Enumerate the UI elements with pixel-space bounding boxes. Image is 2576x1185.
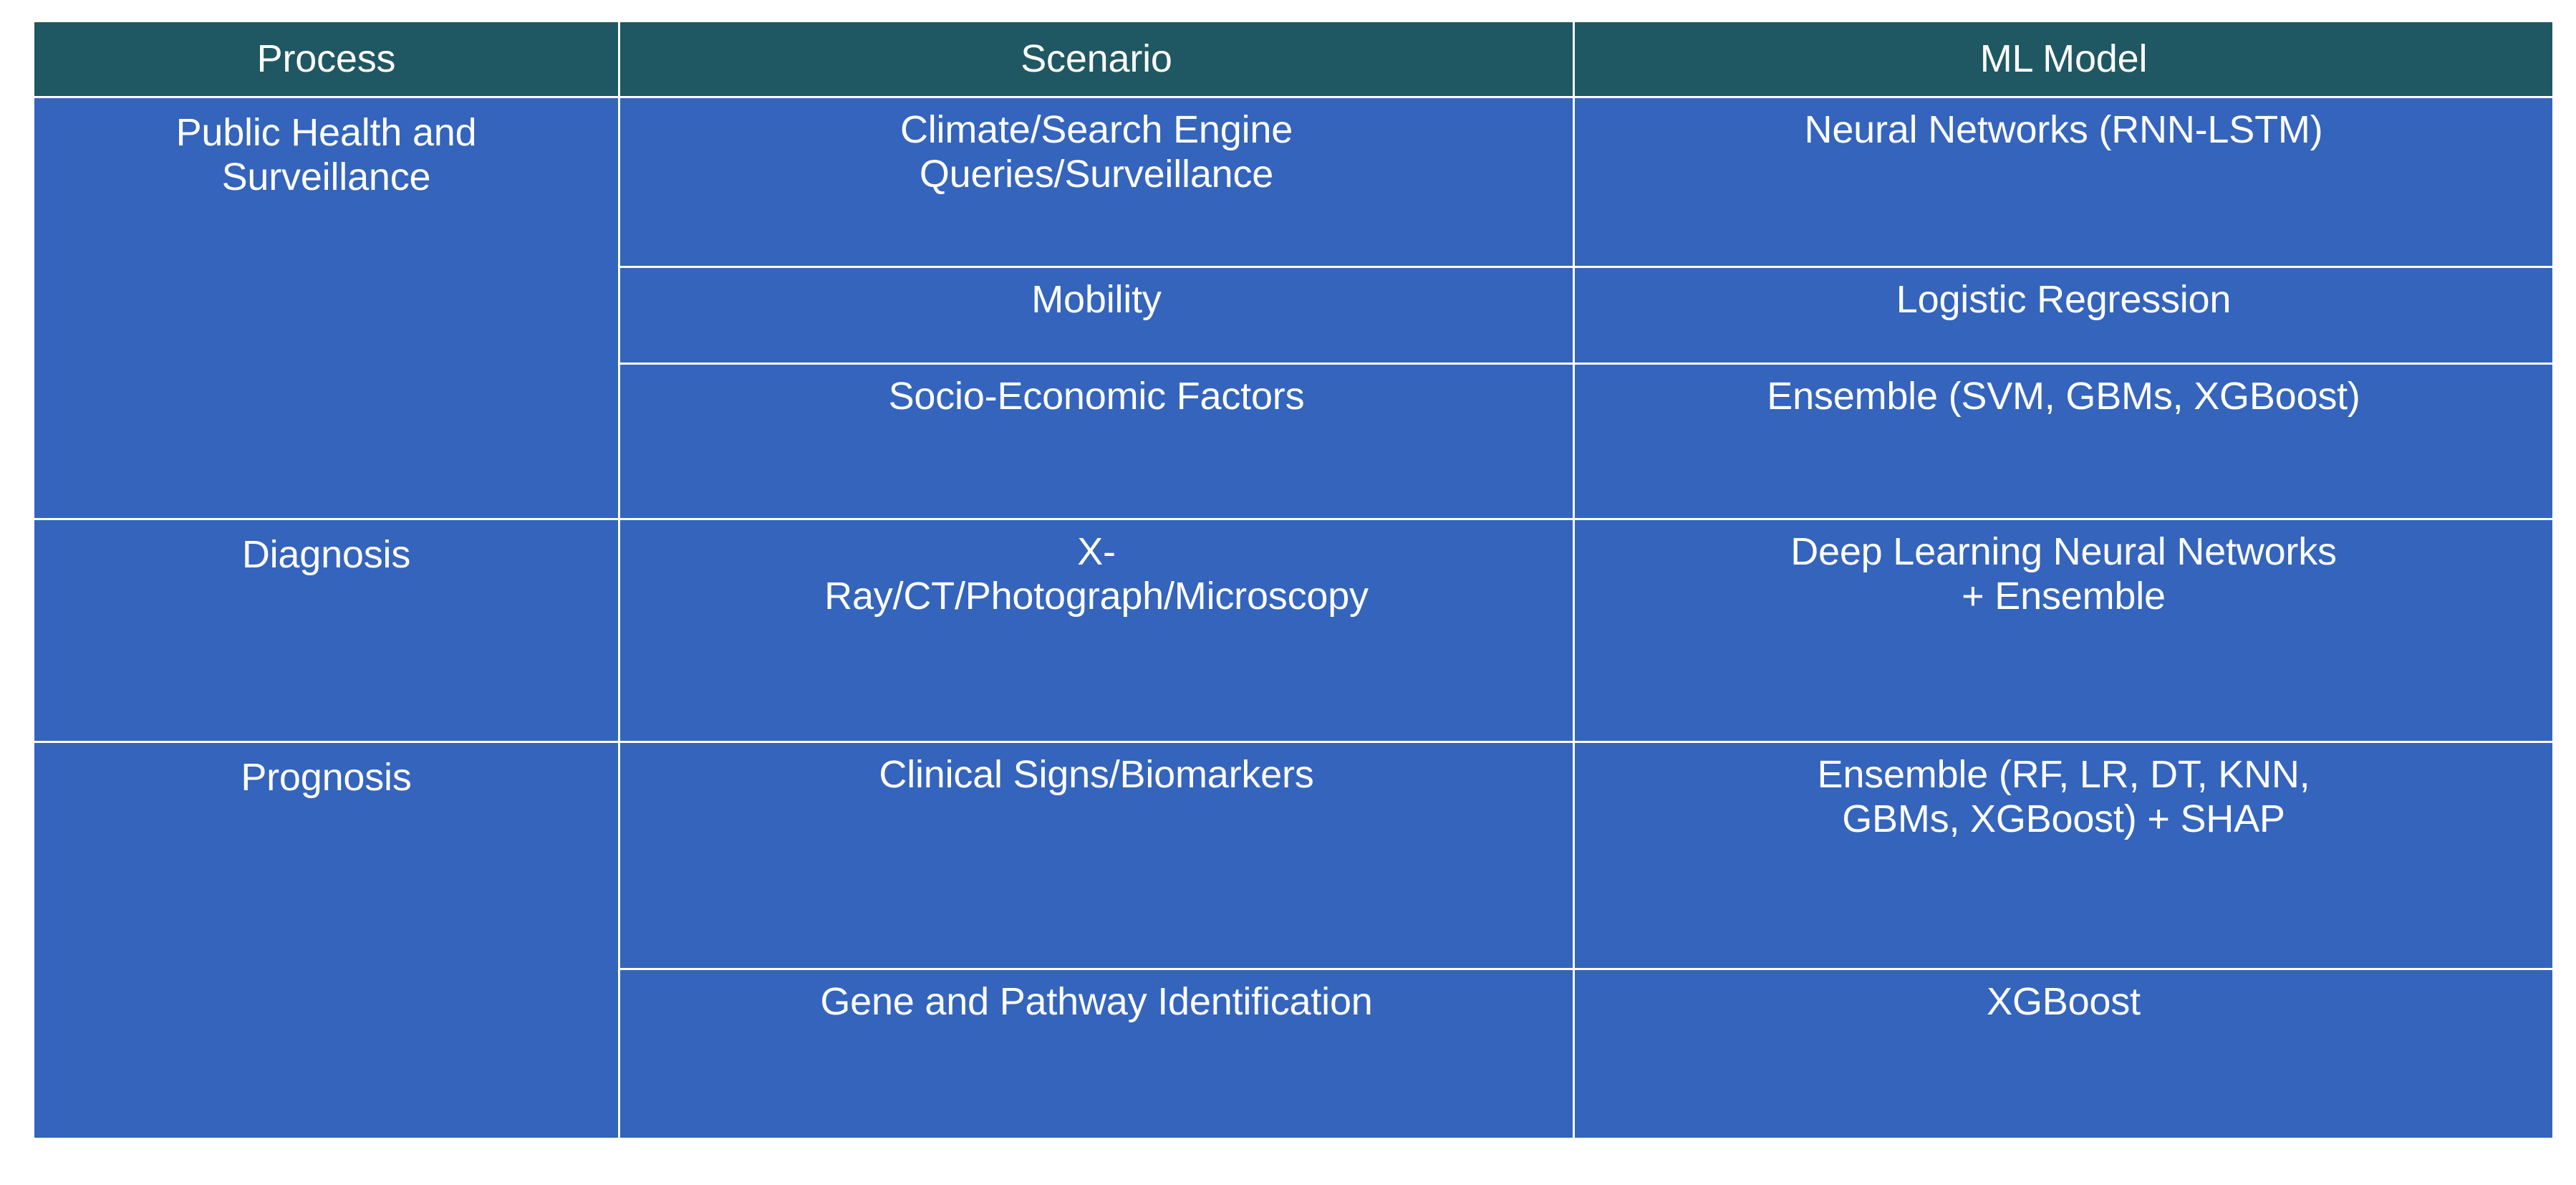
table-row: Diagnosis X- Ray/CT/Photograph/Microscop… — [34, 520, 2552, 741]
model-cell: Ensemble (RF, LR, DT, KNN, GBMs, XGBoost… — [1575, 743, 2552, 968]
header-row: Process Scenario ML Model — [34, 22, 2552, 96]
model-cell: Deep Learning Neural Networks + Ensemble — [1575, 520, 2552, 741]
table-body: Public Health and Surveillance Climate/S… — [34, 98, 2552, 1138]
table-row: Public Health and Surveillance Climate/S… — [34, 98, 2552, 518]
scenario-cell: Gene and Pathway Identification — [620, 970, 1573, 1138]
table-row: Prognosis Clinical Signs/Biomarkers Ense… — [34, 743, 2552, 1138]
model-cell: Ensemble (SVM, GBMs, XGBoost) — [1575, 365, 2552, 518]
model-cell: XGBoost — [1575, 970, 2552, 1138]
scenario-cell: Clinical Signs/Biomarkers — [620, 743, 1573, 968]
table-row: Socio-Economic Factors Ensemble (SVM, GB… — [34, 365, 2552, 518]
table-row: Gene and Pathway Identification XGBoost — [34, 970, 2552, 1138]
process-cell-diagnosis: Diagnosis — [34, 520, 618, 741]
scenario-cell: Mobility — [620, 268, 1573, 363]
model-cell: Logistic Regression — [1575, 268, 2552, 363]
scenario-cell: X- Ray/CT/Photograph/Microscopy — [620, 520, 1573, 741]
column-header-model: ML Model — [1575, 22, 2552, 96]
process-scenario-model-table: Process Scenario ML Model Public Health … — [32, 20, 2555, 1140]
scenario-cell: Socio-Economic Factors — [620, 365, 1573, 518]
model-cell: Neural Networks (RNN-LSTM) — [1575, 98, 2552, 266]
column-header-process: Process — [34, 22, 618, 96]
scenario-cell: Climate/Search Engine Queries/Surveillan… — [620, 98, 1573, 266]
ml-model-table-container: Process Scenario ML Model Public Health … — [32, 20, 2552, 1161]
process-cell-prognosis: Prognosis — [34, 743, 618, 1138]
table-header: Process Scenario ML Model — [34, 22, 2552, 96]
column-header-scenario: Scenario — [620, 22, 1573, 96]
table-row: Mobility Logistic Regression — [34, 268, 2552, 363]
process-cell-public-health: Public Health and Surveillance — [34, 98, 618, 518]
